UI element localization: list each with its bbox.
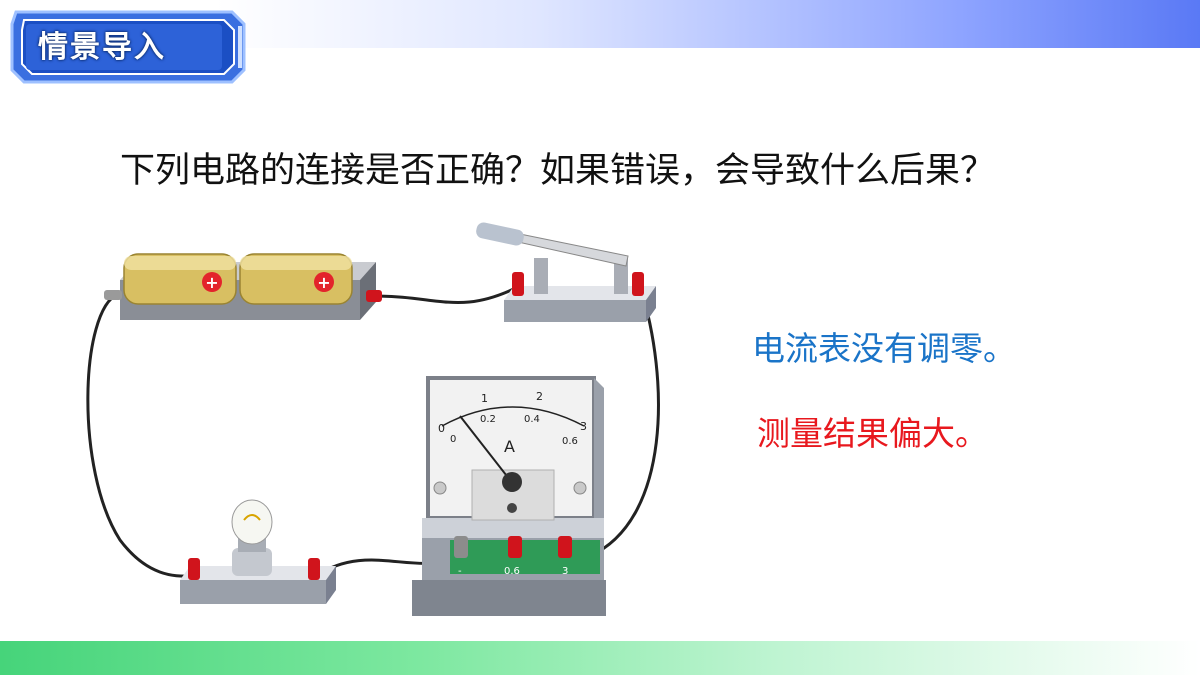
battery-holder: + + [104, 253, 382, 320]
wire-battery-to-bulb [86, 292, 193, 578]
answer-line-2: 测量结果偏大。 [757, 414, 988, 453]
title-badge-frame [10, 10, 246, 84]
answer-line-1: 电流表没有调零。 [752, 329, 1016, 368]
scale-top-0: 0 [438, 422, 445, 435]
scale-bottom-0: 0 [450, 434, 456, 445]
terminal-label-0-6: 0.6 [504, 566, 520, 577]
knife-switch [476, 222, 656, 322]
scale-bottom-2: 0.4 [524, 414, 540, 425]
question-text: 下列电路的连接是否正确？如果错误，会导致什么后果？ [120, 151, 996, 191]
bottom-gradient-band [0, 641, 1200, 675]
svg-text:+: + [205, 273, 218, 292]
ammeter-unit: A [504, 437, 515, 456]
scale-bottom-3: 0.6 [562, 436, 578, 447]
terminal-label-3: 3 [562, 566, 568, 577]
scale-top-3: 3 [580, 420, 587, 433]
ammeter: 0 1 2 3 0 0.2 0.4 0.6 A - 0.6 3 [412, 376, 606, 616]
wire-battery-to-switch [373, 284, 521, 304]
page-title: 情景导入 [38, 30, 166, 65]
terminal-label-minus: - [458, 566, 462, 577]
scale-bottom-1: 0.2 [480, 414, 496, 425]
circuit-diagram: + + 0 1 2 3 0 0.2 0.4 [86, 222, 660, 616]
scale-top-2: 2 [536, 390, 543, 403]
title-badge: 情景导入 [10, 8, 246, 86]
svg-text:+: + [317, 273, 330, 292]
scale-top-1: 1 [481, 392, 488, 405]
light-bulb-holder [180, 499, 336, 604]
